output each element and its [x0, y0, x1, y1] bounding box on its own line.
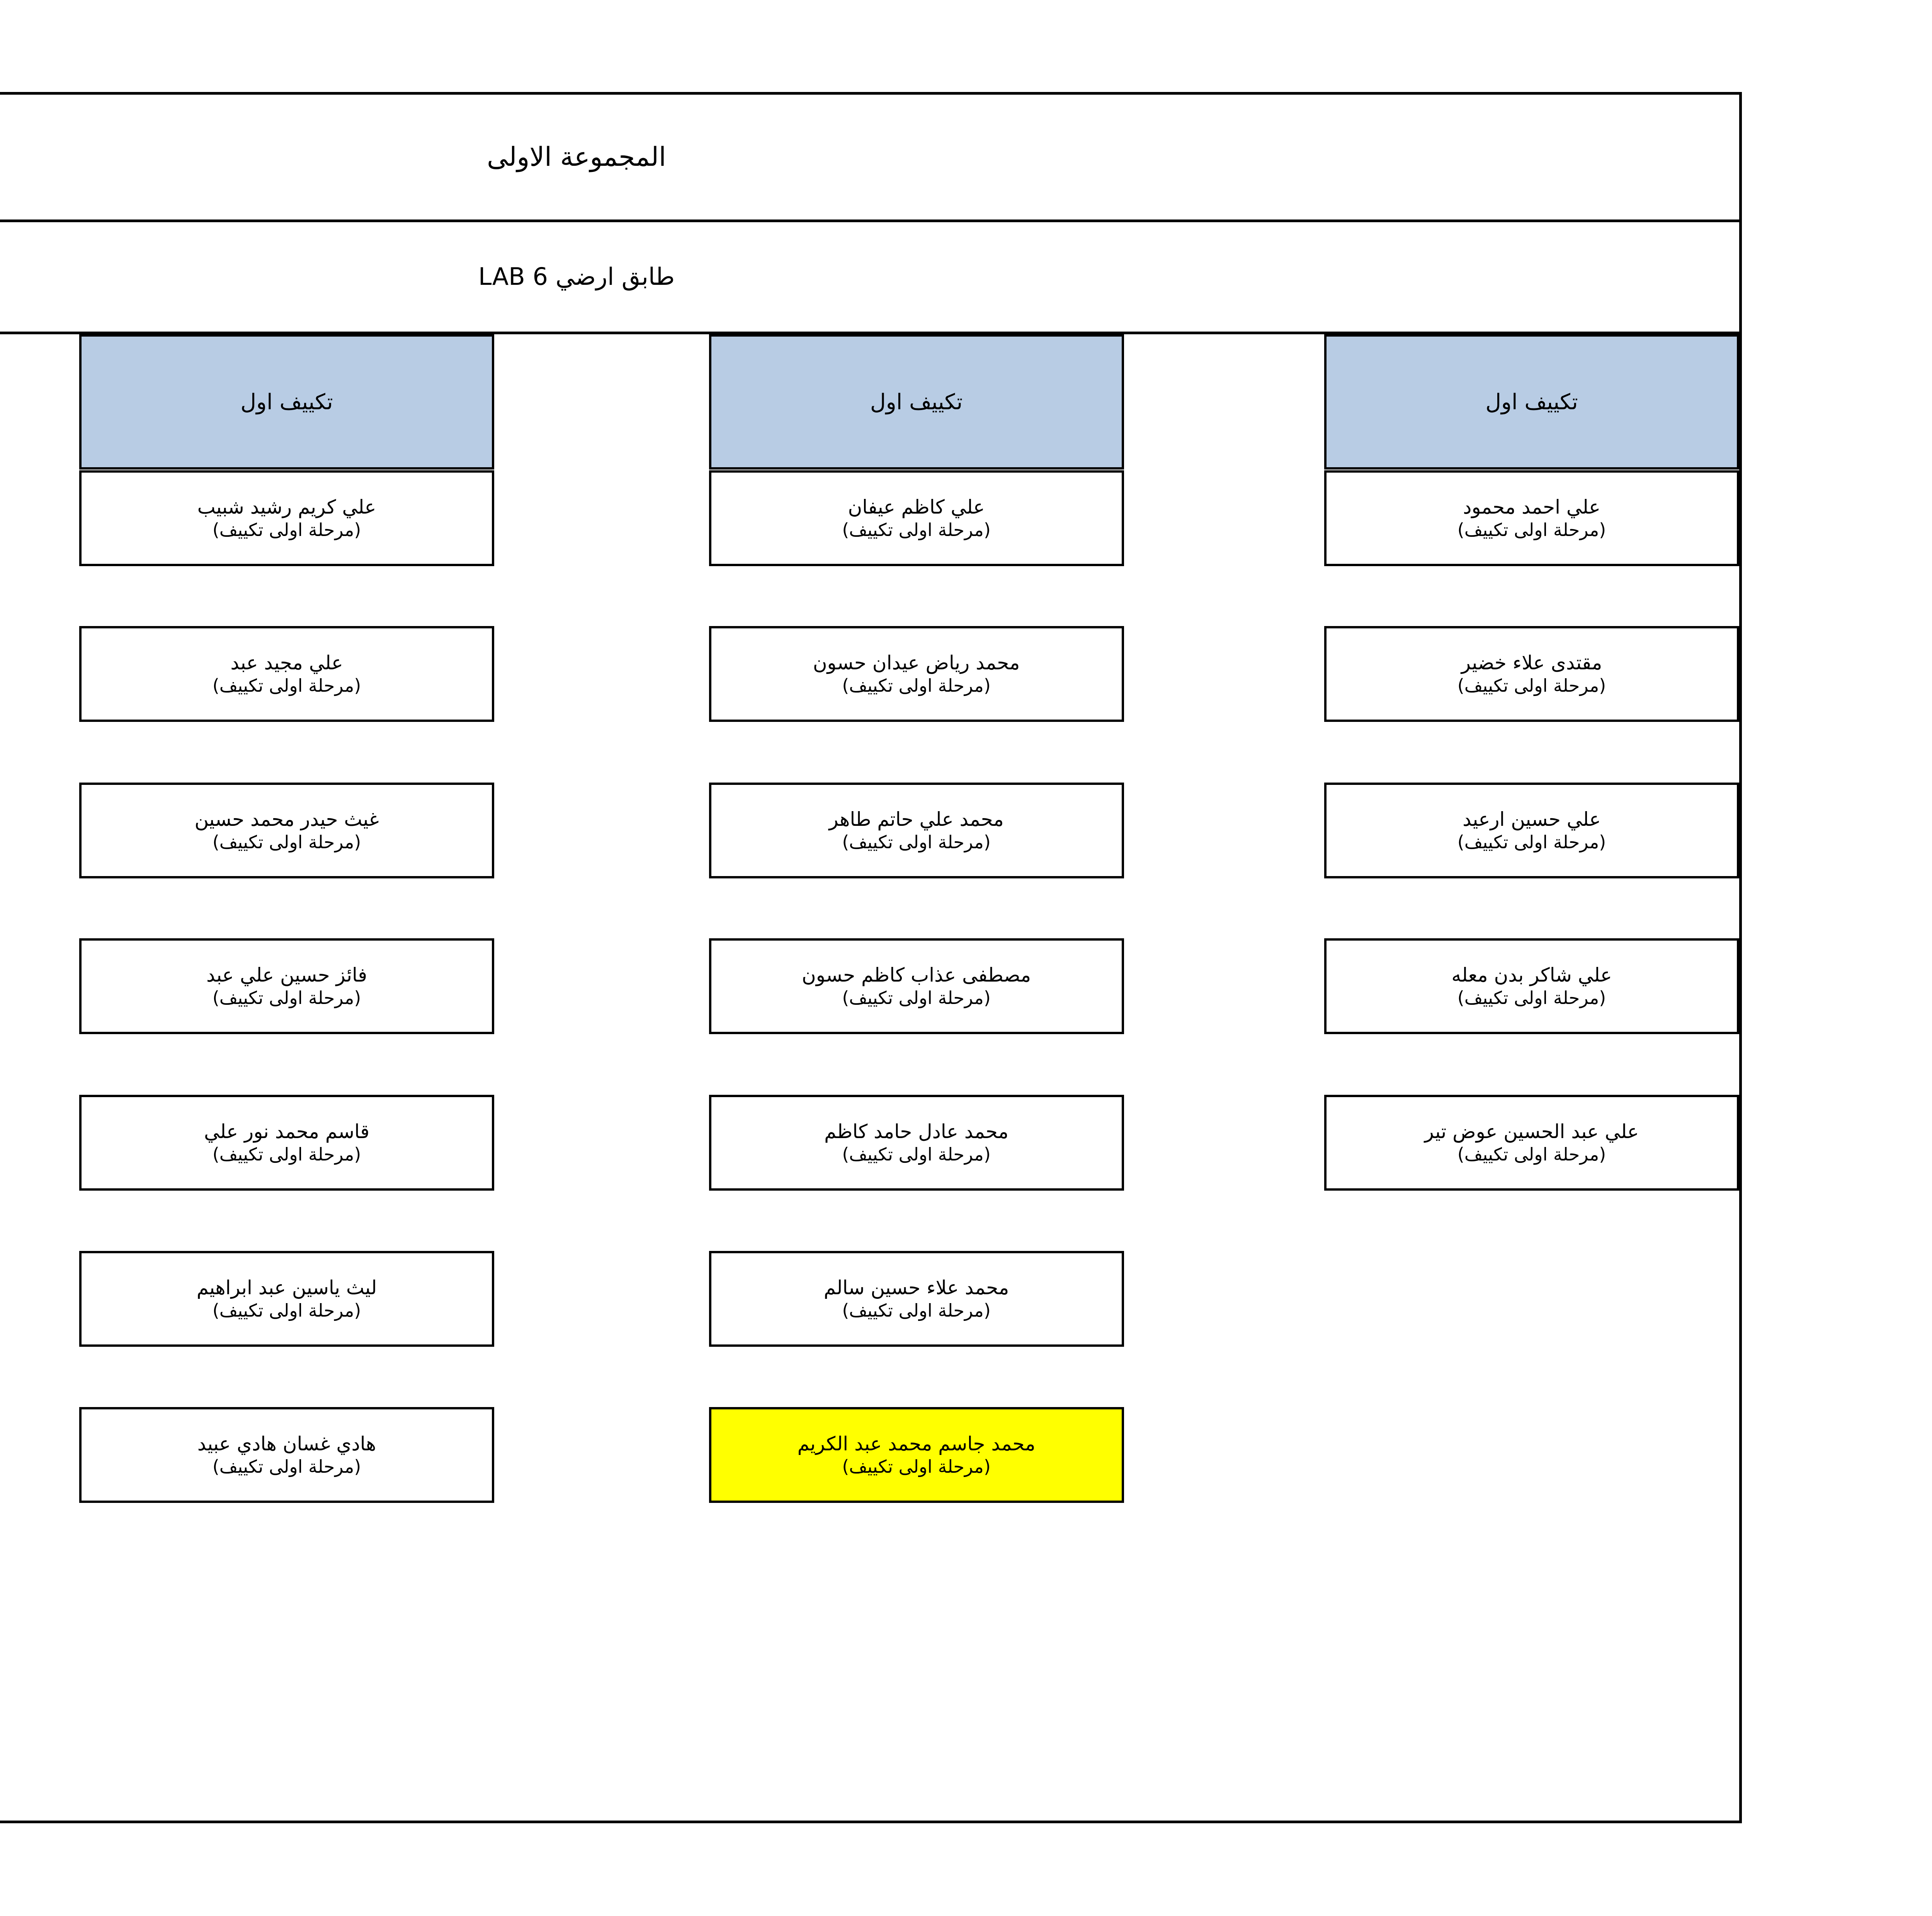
student-name: فائز حسين علي عبد — [206, 964, 367, 987]
student-cell[interactable]: هادي غسان هادي عبيد(مرحلة اولى تكييف) — [79, 1407, 495, 1503]
column-gutter-2 — [0, 334, 79, 1821]
student-stage: (مرحلة اولى تكييف) — [212, 1300, 361, 1321]
student-stage: (مرحلة اولى تكييف) — [842, 519, 991, 541]
seating-chart-table: المجموعة الاولى طابق ارضي LAB 6 تكييف او… — [0, 92, 1742, 1823]
student-cell[interactable]: علي حسين ارعيد(مرحلة اولى تكييف) — [1324, 783, 1739, 878]
student-name: مقتدى علاء خضير — [1461, 652, 1602, 674]
student-cell[interactable]: علي كريم رشيد شبيب(مرحلة اولى تكييف) — [79, 470, 495, 566]
student-name: مصطفى عذاب كاظم حسون — [802, 964, 1031, 987]
student-stage: (مرحلة اولى تكييف) — [212, 1456, 361, 1477]
student-stage: (مرحلة اولى تكييف) — [842, 1456, 991, 1477]
student-cell[interactable]: علي احمد محمود(مرحلة اولى تكييف) — [1324, 470, 1739, 566]
student-cell[interactable]: محمد علاء حسين سالم(مرحلة اولى تكييف) — [709, 1251, 1124, 1347]
student-stage: (مرحلة اولى تكييف) — [842, 1300, 991, 1321]
student-name: علي مجيد عبد — [230, 652, 343, 674]
student-cell[interactable]: ليث ياسين عبد ابراهيم(مرحلة اولى تكييف) — [79, 1251, 495, 1347]
student-name: قاسم محمد نور علي — [204, 1120, 370, 1143]
column-header-2: تكييف اول — [79, 334, 495, 470]
student-name: علي كريم رشيد شبيب — [197, 496, 376, 519]
student-stage: (مرحلة اولى تكييف) — [842, 832, 991, 853]
student-stage: (مرحلة اولى تكييف) — [212, 519, 361, 541]
student-cell[interactable]: علي شاكر بدن معله(مرحلة اولى تكييف) — [1324, 938, 1739, 1034]
student-cell-highlighted[interactable]: محمد جاسم محمد عبد الكريم(مرحلة اولى تكي… — [709, 1407, 1124, 1503]
student-stage: (مرحلة اولى تكييف) — [212, 1144, 361, 1165]
student-name: ليث ياسين عبد ابراهيم — [196, 1276, 377, 1299]
student-stage: (مرحلة اولى تكييف) — [1457, 675, 1606, 696]
student-stage: (مرحلة اولى تكييف) — [1457, 1144, 1606, 1165]
column-gutter-0 — [1124, 334, 1324, 1821]
student-name: محمد عادل حامد كاظم — [824, 1120, 1009, 1143]
chart-subtitle-row: طابق ارضي LAB 6 — [0, 222, 1739, 334]
student-cell[interactable]: قاسم محمد نور علي(مرحلة اولى تكييف) — [79, 1095, 495, 1191]
page-title: المجموعة الاولى — [487, 141, 666, 172]
student-name: غيث حيدر محمد حسين — [194, 808, 379, 831]
page-subtitle: طابق ارضي LAB 6 — [478, 262, 675, 291]
student-name: علي كاظم عيفان — [848, 496, 985, 519]
chart-title-row: المجموعة الاولى — [0, 95, 1739, 222]
student-stage: (مرحلة اولى تكييف) — [212, 832, 361, 853]
student-cell[interactable]: علي عبد الحسين عوض تير(مرحلة اولى تكييف) — [1324, 1095, 1739, 1191]
student-cell[interactable]: مصطفى عذاب كاظم حسون(مرحلة اولى تكييف) — [709, 938, 1124, 1034]
student-cell[interactable]: علي مجيد عبد(مرحلة اولى تكييف) — [79, 626, 495, 722]
student-cell[interactable]: مقتدى علاء خضير(مرحلة اولى تكييف) — [1324, 626, 1739, 722]
student-stage: (مرحلة اولى تكييف) — [1457, 987, 1606, 1009]
student-name: محمد رياض عيدان حسون — [813, 652, 1020, 674]
student-cell[interactable]: محمد عادل حامد كاظم(مرحلة اولى تكييف) — [709, 1095, 1124, 1191]
student-name: علي حسين ارعيد — [1463, 808, 1601, 831]
student-stage: (مرحلة اولى تكييف) — [842, 987, 991, 1009]
student-name: علي شاكر بدن معله — [1451, 964, 1612, 987]
student-stage: (مرحلة اولى تكييف) — [1457, 832, 1606, 853]
column-header-0: تكييف اول — [1324, 334, 1739, 470]
student-name: علي عبد الحسين عوض تير — [1424, 1120, 1639, 1143]
student-name: محمد علي حاتم طاهر — [829, 808, 1004, 831]
student-cell[interactable]: محمد رياض عيدان حسون(مرحلة اولى تكييف) — [709, 626, 1124, 722]
student-name: هادي غسان هادي عبيد — [197, 1433, 376, 1455]
student-stage: (مرحلة اولى تكييف) — [1457, 519, 1606, 541]
student-name: محمد علاء حسين سالم — [823, 1276, 1009, 1299]
student-cell[interactable]: فائز حسين علي عبد(مرحلة اولى تكييف) — [79, 938, 495, 1034]
student-cell[interactable]: غيث حيدر محمد حسين(مرحلة اولى تكييف) — [79, 783, 495, 878]
student-stage: (مرحلة اولى تكييف) — [842, 675, 991, 696]
student-cell[interactable]: علي كاظم عيفان(مرحلة اولى تكييف) — [709, 470, 1124, 566]
student-name: علي احمد محمود — [1463, 496, 1600, 519]
student-stage: (مرحلة اولى تكييف) — [212, 675, 361, 696]
column-header-1: تكييف اول — [709, 334, 1124, 470]
student-stage: (مرحلة اولى تكييف) — [212, 987, 361, 1009]
student-stage: (مرحلة اولى تكييف) — [842, 1144, 991, 1165]
student-name: محمد جاسم محمد عبد الكريم — [797, 1433, 1036, 1455]
column-gutter-1 — [494, 334, 709, 1821]
student-cell[interactable]: محمد علي حاتم طاهر(مرحلة اولى تكييف) — [709, 783, 1124, 878]
